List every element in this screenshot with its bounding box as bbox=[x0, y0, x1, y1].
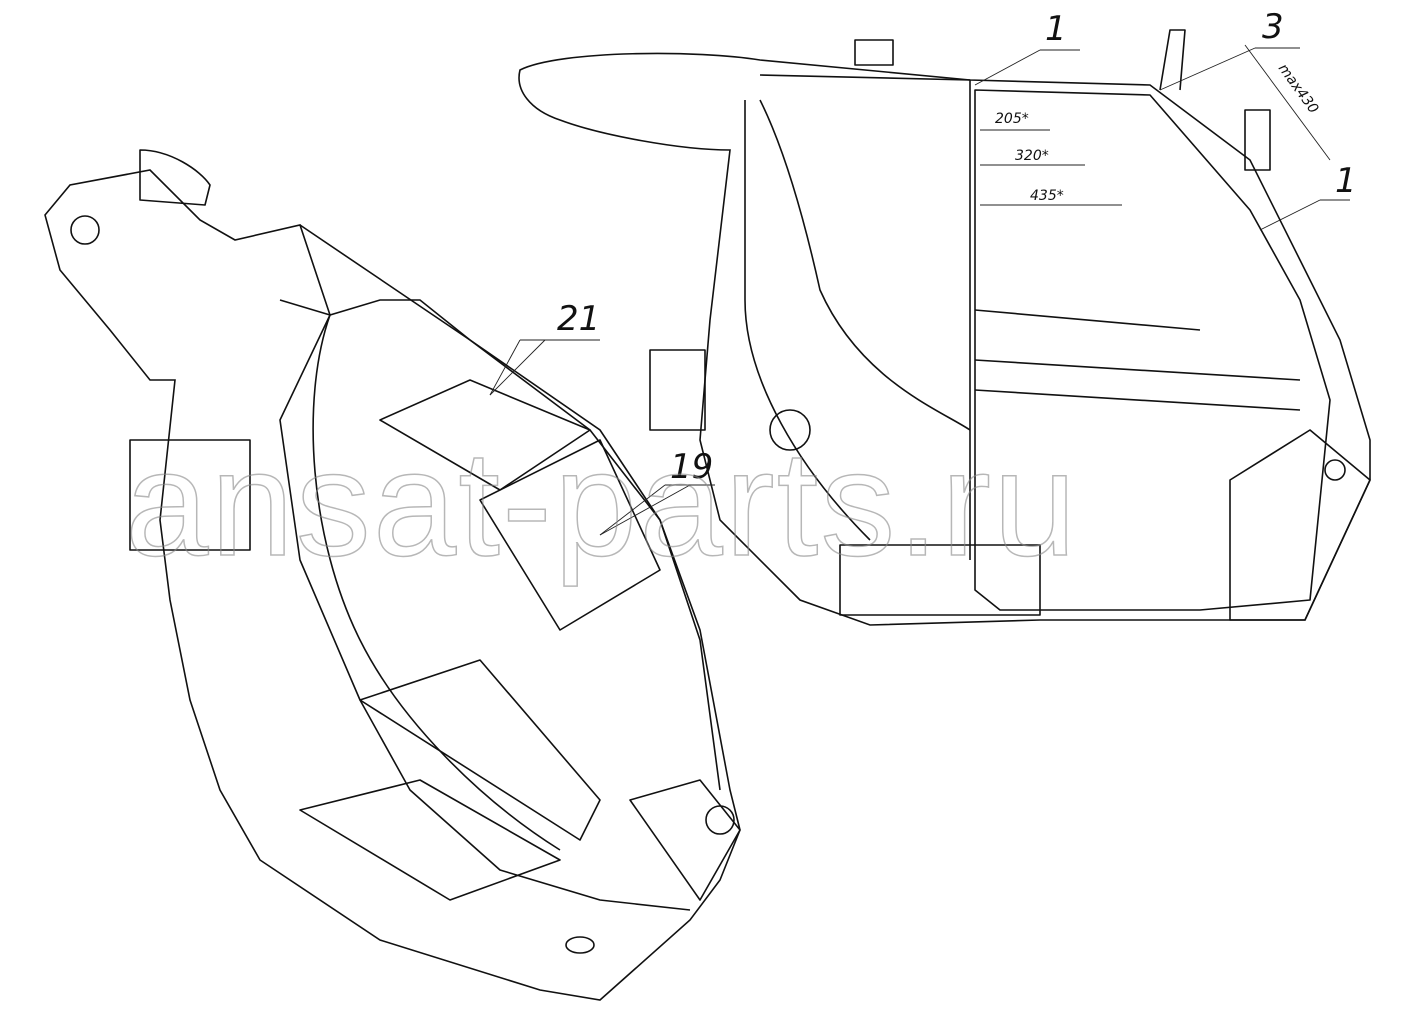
dim-320: 320* bbox=[1015, 148, 1049, 164]
callout-21: 21 bbox=[557, 299, 600, 339]
right-cab bbox=[518, 29, 1371, 626]
callout-1-right: 1 bbox=[1335, 161, 1357, 201]
dim-435: 435* bbox=[1030, 188, 1064, 204]
callout-leaders bbox=[489, 44, 1350, 536]
callout-3: 3 bbox=[1262, 7, 1284, 47]
dim-max430: max430 bbox=[1275, 61, 1322, 117]
watermark: ansat-parts.ru bbox=[125, 419, 1078, 587]
callout-1-top: 1 bbox=[1045, 9, 1067, 49]
dim-205: 205* bbox=[995, 111, 1029, 127]
left-cab bbox=[44, 149, 741, 1001]
callout-19: 19 bbox=[670, 447, 713, 487]
